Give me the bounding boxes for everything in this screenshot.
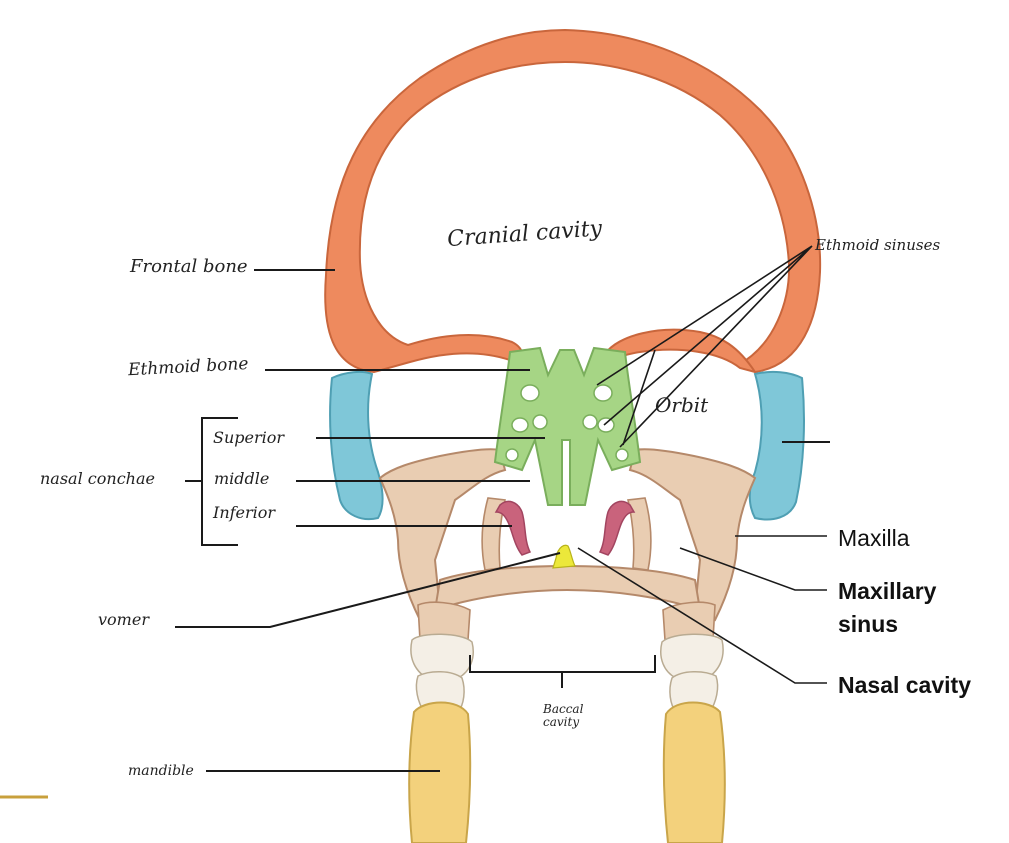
maxilla-left [378, 448, 507, 622]
label-ethmoid-sinuses: Ethmoid sinuses [814, 236, 940, 254]
alveolar-left [417, 601, 471, 641]
sphenoid-blue-right [748, 370, 805, 521]
ethmoid-sinus-hole [511, 417, 529, 433]
maxillary-sinus-leader [679, 547, 827, 591]
frontal-bone-right-wing [604, 328, 758, 374]
label-buccal-cavity-line2: cavity [543, 715, 579, 729]
label-ethmoid-bone: Ethmoid bone [127, 354, 249, 380]
label-nasal-conchae: nasal conchae [40, 469, 155, 488]
mandible-left-shape [408, 701, 472, 843]
label-maxillary-sinus-line1: Maxillary [838, 578, 937, 604]
frontal-bone-shape [324, 28, 822, 374]
label-orbit: Orbit [655, 393, 709, 417]
vomer-leader [175, 552, 561, 628]
label-inferior: Inferior [212, 503, 276, 522]
label-maxillary-sinus-line2: sinus [838, 611, 898, 637]
label-nasal-cavity: Nasal cavity [838, 672, 971, 698]
label-cranial-cavity: Cranial cavity [446, 216, 603, 252]
inferior-concha-left [494, 500, 532, 556]
ethmoid-sinus-hole [520, 384, 540, 402]
nasal-cavity-leader [577, 547, 827, 684]
ethmoid-sinus-hole [582, 414, 598, 430]
ethmoid-sinus-hole [615, 448, 629, 462]
sphenoid-blue-left [329, 370, 384, 520]
ethmoid-sinuses-leader [596, 245, 813, 448]
nasal-wall-right [627, 497, 652, 571]
maxilla-right [628, 448, 757, 622]
label-superior: Superior [213, 428, 285, 447]
orbit-to-sinus-leader [622, 349, 656, 446]
label-mandible: mandible [128, 763, 194, 779]
label-frontal-bone: Frontal bone [129, 256, 248, 277]
label-maxilla: Maxilla [838, 525, 910, 551]
ethmoid-sinus-hole [593, 384, 613, 402]
ethmoid-sinus-hole [532, 414, 548, 430]
nasal-conchae-bracket [185, 417, 238, 546]
alveolar-right [662, 601, 716, 641]
inferior-concha-right [598, 500, 636, 556]
vomer-shape [552, 544, 576, 569]
ethmoid-sinus-hole [505, 448, 519, 462]
mandible-right-shape [662, 701, 726, 843]
buccal-cavity-bracket [469, 655, 656, 688]
hard-palate [433, 564, 702, 612]
ethmoid-sinus-hole [597, 417, 615, 433]
label-buccal-cavity-line1: Baccal [542, 702, 584, 716]
label-middle: middle [214, 469, 269, 488]
label-vomer: vomer [98, 610, 150, 629]
